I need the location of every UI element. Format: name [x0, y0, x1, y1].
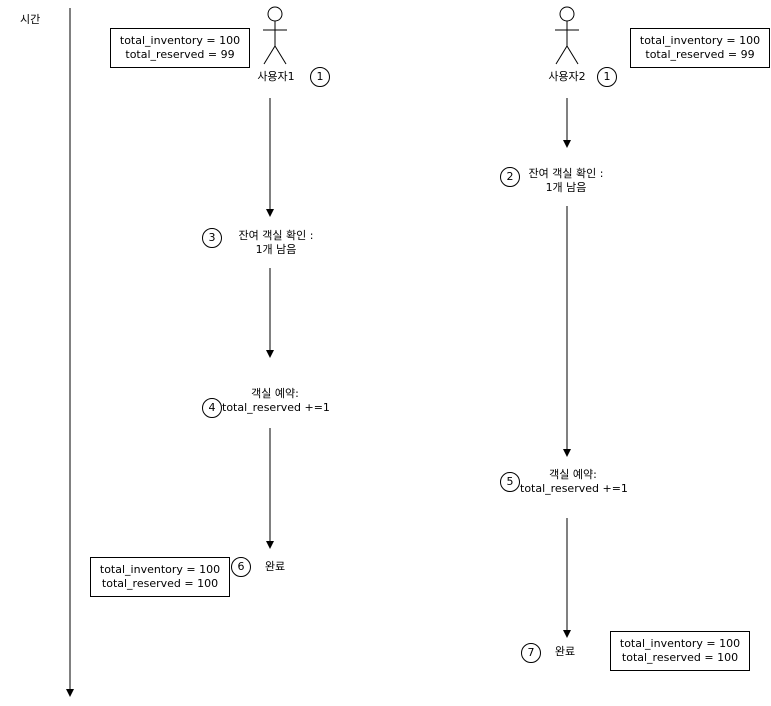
- user2-end-reserved: total_reserved = 100: [621, 651, 739, 664]
- user1-step-3-badge: 3: [202, 228, 222, 248]
- user1-end-state-box: total_inventory = 100 total_reserved = 1…: [90, 557, 230, 597]
- user2-check-result: 1개 남음: [545, 181, 587, 194]
- user1-start-state-box: total_inventory = 100 total_reserved = 9…: [110, 28, 250, 68]
- user2-step-5-badge: 5: [500, 472, 520, 492]
- user1-step-3-text: 잔여 객실 확인 : 1개 남음: [226, 229, 326, 257]
- user1-step-6-badge: 6: [231, 557, 251, 577]
- user1-start-reserved: total_reserved = 99: [125, 48, 235, 61]
- user1-step-4-badge: 4: [202, 398, 222, 418]
- user1-name: 사용자1: [257, 70, 295, 83]
- user2-name: 사용자2: [548, 70, 586, 83]
- user2-step-1-badge: 1: [597, 67, 617, 87]
- user2-step-2-text: 잔여 객실 확인 : 1개 남음: [516, 167, 616, 195]
- user2-reserve-label: 객실 예약:: [549, 468, 597, 481]
- user1-reserve-action: total_reserved +=1: [222, 401, 330, 414]
- user2-start-reserved: total_reserved = 99: [645, 48, 755, 61]
- user2-actor-icon: [555, 6, 579, 65]
- time-axis-label: 시간: [20, 13, 41, 26]
- user2-step-2-badge: 2: [500, 167, 520, 187]
- user1-done-label: 완료: [264, 560, 286, 573]
- user2-step-5-text: 객실 예약: total_reserved +=1: [520, 468, 628, 496]
- user2-check-label: 잔여 객실 확인 :: [528, 167, 604, 180]
- user1-check-result: 1개 남음: [255, 243, 297, 256]
- user2-start-inventory: total_inventory = 100: [639, 34, 761, 47]
- user1-start-inventory: total_inventory = 100: [119, 34, 241, 47]
- user2-end-state-box: total_inventory = 100 total_reserved = 1…: [610, 631, 750, 671]
- user2-done-label: 완료: [554, 645, 576, 658]
- user2-start-state-box: total_inventory = 100 total_reserved = 9…: [630, 28, 770, 68]
- user1-end-inventory: total_inventory = 100: [99, 563, 221, 576]
- user2-reserve-action: total_reserved +=1: [520, 482, 628, 495]
- user2-step-7-badge: 7: [521, 643, 541, 663]
- user2-end-inventory: total_inventory = 100: [619, 637, 741, 650]
- user1-actor-icon: [263, 6, 287, 65]
- user1-check-label: 잔여 객실 확인 :: [238, 229, 314, 242]
- user1-step-4-text: 객실 예약: total_reserved +=1: [222, 387, 330, 415]
- user1-reserve-label: 객실 예약:: [251, 387, 299, 400]
- user1-end-reserved: total_reserved = 100: [101, 577, 219, 590]
- user1-step-1-badge: 1: [310, 67, 330, 87]
